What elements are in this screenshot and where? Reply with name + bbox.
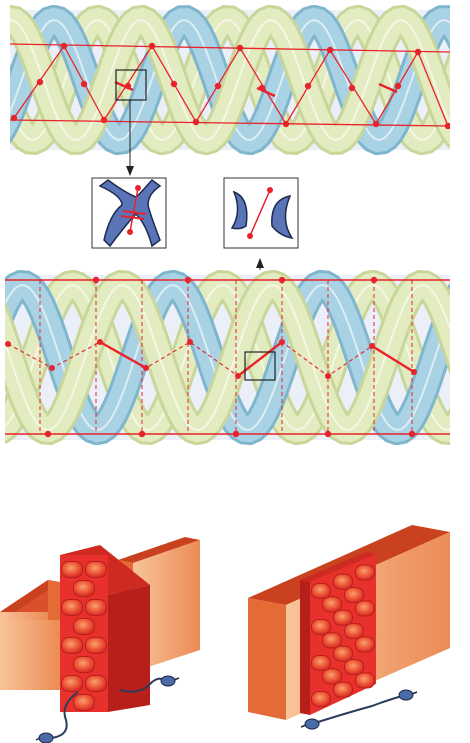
brick (61, 675, 83, 692)
frame-node (184, 276, 192, 284)
inset-left-detail (91, 177, 167, 249)
vertex-node (10, 114, 18, 122)
brick (322, 632, 342, 649)
brick (322, 596, 342, 613)
cable-right-wall (317, 695, 403, 723)
frame-node (370, 276, 378, 284)
frame-node (278, 276, 286, 284)
zigzag-node (49, 365, 55, 371)
crossing-node (214, 82, 222, 90)
brick (311, 583, 331, 599)
brick (61, 637, 83, 654)
brick (355, 564, 375, 581)
crossing-node (394, 82, 402, 90)
brick (311, 619, 331, 635)
cable-left (51, 691, 79, 739)
brick (85, 599, 107, 616)
plug-icon (398, 689, 418, 701)
vertex-node (282, 120, 290, 128)
brick (311, 655, 331, 671)
frame-node (92, 276, 100, 284)
inset-right-detail (223, 177, 299, 249)
vertex-node (372, 120, 380, 128)
crossing-node (348, 84, 356, 92)
vertex-node (100, 116, 108, 124)
vertex-node (148, 42, 156, 50)
zoom-box-top (115, 69, 147, 101)
brick (311, 691, 331, 707)
zigzag-node (325, 373, 331, 379)
highlight-segment (99, 340, 147, 370)
frame-node (232, 430, 240, 438)
brick (322, 668, 342, 685)
brick (73, 580, 95, 597)
wall-left-split (0, 537, 200, 743)
brick (73, 656, 95, 673)
plug-icon (160, 675, 180, 687)
brick (73, 694, 95, 711)
cable-right (119, 677, 165, 693)
vertex-node (444, 122, 450, 130)
brick (355, 636, 375, 653)
dashed-zigzag (7, 341, 415, 377)
zigzag-node (5, 341, 11, 347)
brick (344, 659, 364, 676)
bottom-braid-panel (5, 270, 450, 445)
crossing-node (304, 82, 312, 90)
vertex-node (192, 118, 200, 126)
brick (73, 618, 95, 635)
brick (85, 637, 107, 654)
frame-node (138, 430, 146, 438)
guide-line-top (10, 43, 450, 53)
zigzag-node (187, 339, 193, 345)
plug-icon (300, 718, 320, 730)
frame-node (44, 430, 52, 438)
crossing-node (170, 80, 178, 88)
brick (344, 623, 364, 640)
vertex-node (414, 48, 422, 56)
brick (355, 672, 375, 689)
top-braid-panel (10, 5, 450, 155)
brick (61, 561, 83, 578)
crossing-node (36, 78, 44, 86)
arrowhead-down-icon (126, 166, 134, 176)
frame-node (324, 430, 332, 438)
brick (333, 609, 353, 626)
vertex-node (60, 42, 68, 50)
vertex-node (326, 46, 334, 54)
brick (85, 675, 107, 692)
cut-marker (378, 82, 398, 94)
plug-icon (35, 732, 54, 743)
brick (333, 681, 353, 698)
cut-marker (256, 86, 276, 98)
brick (333, 573, 353, 590)
brick (355, 600, 375, 617)
brick (61, 599, 83, 616)
highlight-segment (371, 344, 415, 374)
vertex-node (236, 44, 244, 52)
crossing-node (80, 80, 88, 88)
cut-marker (114, 80, 134, 92)
brick (85, 561, 107, 578)
brick (333, 645, 353, 662)
frame-node (408, 430, 416, 438)
arrowhead-up-icon (256, 258, 264, 268)
braid-strand-highlight (5, 283, 450, 432)
brick (344, 587, 364, 604)
wall-right-inserted (248, 525, 450, 730)
zoom-box-bottom (244, 351, 276, 381)
braid-strand-highlight (10, 18, 450, 142)
